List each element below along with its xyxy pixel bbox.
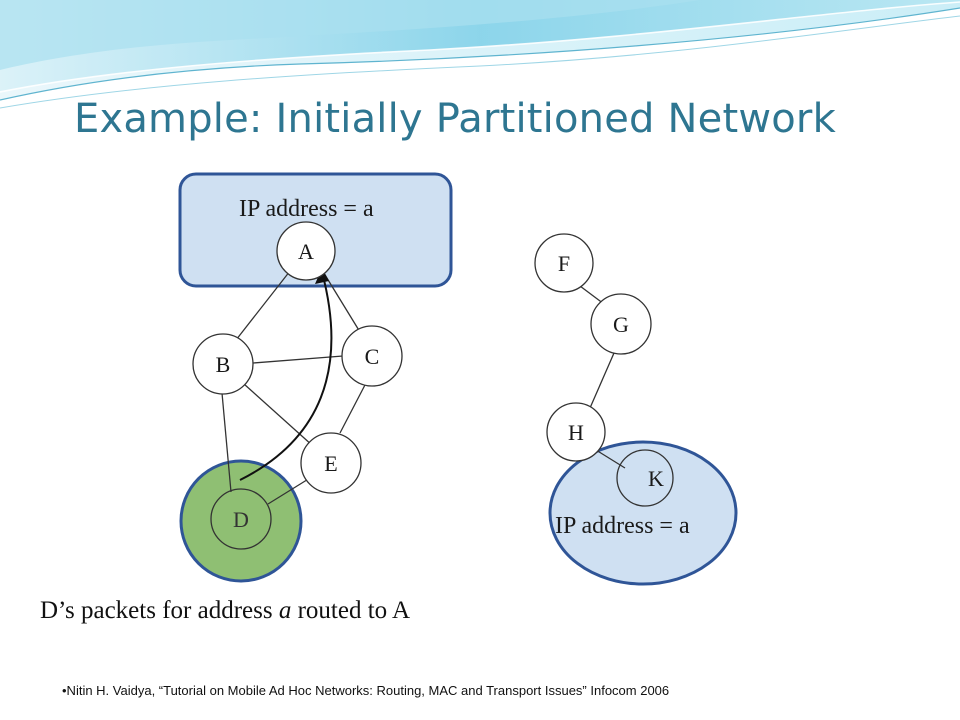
caption: D’s packets for address a routed to A xyxy=(40,597,410,625)
caption-suffix: routed to A xyxy=(291,597,411,624)
node-label-c: C xyxy=(365,344,380,369)
header-wave-decoration xyxy=(0,0,960,109)
node-e xyxy=(300,432,362,494)
node-b xyxy=(192,333,254,395)
caption-italic: a xyxy=(278,597,292,624)
node-label-k: K xyxy=(648,466,664,491)
node-label-b: B xyxy=(216,352,231,377)
node-label-f: F xyxy=(558,251,570,276)
caption-prefix: D’s packets for address xyxy=(40,597,279,624)
node-label-e: E xyxy=(324,451,337,476)
ip-region-bottom xyxy=(548,440,738,586)
node-label-g: G xyxy=(613,312,629,337)
route-arrow-head xyxy=(315,268,329,284)
edge-b-c xyxy=(252,355,344,364)
node-label-d: D xyxy=(233,507,249,532)
edge-g-h xyxy=(589,352,615,409)
node-k xyxy=(616,449,674,507)
node-g xyxy=(590,293,652,355)
edge-f-g xyxy=(579,285,605,305)
highlight-circle-d xyxy=(179,459,303,583)
edge-a-b xyxy=(235,270,291,341)
citation-footnote: •Nitin H. Vaidya, “Tutorial on Mobile Ad… xyxy=(62,683,670,698)
edge-c-e xyxy=(339,382,367,434)
node-h xyxy=(546,402,606,462)
node-f xyxy=(534,233,594,293)
ip-label-top: IP address = a xyxy=(239,196,374,222)
edge-b-d xyxy=(221,392,232,493)
ip-label-bottom: IP address = a xyxy=(555,513,690,539)
edge-e-d xyxy=(267,477,311,505)
node-label-h: H xyxy=(568,420,584,445)
node-label-a: A xyxy=(298,239,314,264)
route-arrow-d-to-a xyxy=(239,271,333,481)
edge-b-e xyxy=(243,383,314,447)
slide-title: Example: Initially Partitioned Network xyxy=(74,96,836,142)
node-d xyxy=(210,488,272,550)
node-c xyxy=(341,325,403,387)
node-a xyxy=(276,221,336,281)
